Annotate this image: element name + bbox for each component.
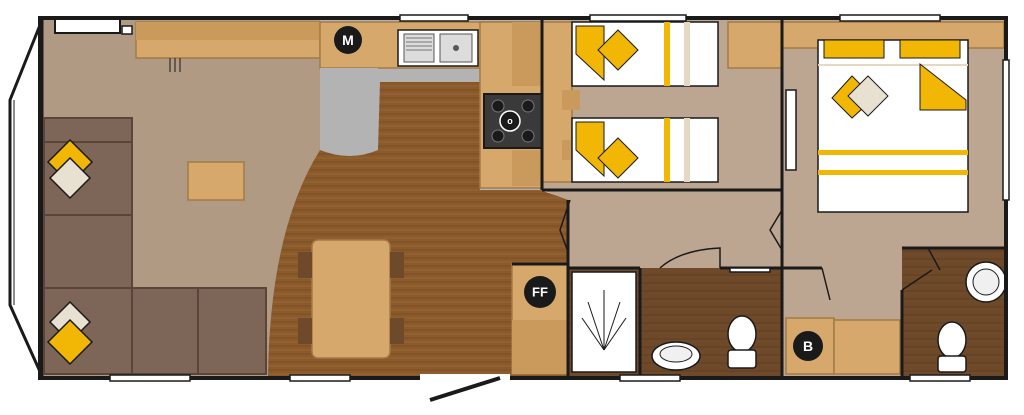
boiler-cupboard: B — [785, 317, 901, 375]
kitchen: o M — [319, 21, 543, 189]
boiler-label: B — [803, 338, 813, 354]
fridge-freezer-label: FF — [532, 285, 548, 300]
dining — [298, 239, 404, 359]
microwave-label: M — [342, 32, 354, 48]
toilet — [727, 315, 757, 369]
washbasin — [965, 261, 1007, 303]
master-bedroom — [781, 21, 1005, 213]
dining-chair — [298, 252, 312, 278]
single-bed — [571, 117, 719, 183]
lounge — [8, 16, 321, 377]
dining-chair — [390, 318, 404, 344]
sink — [397, 29, 479, 67]
kitchen-peninsula — [320, 68, 378, 156]
bay-window — [8, 19, 44, 377]
windows — [109, 14, 1010, 382]
single-bed — [571, 21, 719, 87]
svg-text:o: o — [507, 116, 513, 126]
twin-bedroom — [541, 21, 783, 183]
shower-room — [571, 271, 757, 373]
double-bed — [817, 39, 969, 213]
sofa-cushions — [46, 138, 94, 366]
dining-chair — [390, 252, 404, 278]
dining-table — [311, 239, 391, 359]
door-swings — [559, 199, 941, 301]
dining-chair — [298, 318, 312, 344]
microwave-badge — [334, 26, 362, 54]
coffee-table — [187, 161, 245, 201]
boiler-badge — [793, 331, 823, 361]
fridge-freezer-badge — [524, 276, 556, 308]
washbasin — [651, 341, 701, 371]
fridge-freezer: FF — [511, 263, 569, 375]
toilet — [937, 321, 967, 373]
entrance-door — [420, 374, 510, 402]
hallway-floor — [542, 190, 782, 268]
twin-wardrobe — [727, 21, 783, 69]
hob: o — [483, 93, 543, 149]
ensuite — [937, 261, 1007, 373]
